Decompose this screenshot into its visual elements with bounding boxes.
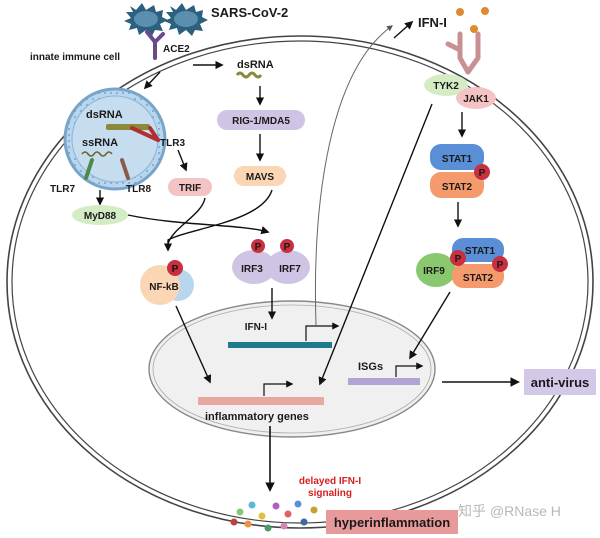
arrow-tlr3-trif	[177, 149, 188, 172]
mavs-label: MAVS	[246, 172, 274, 183]
ifn-gene-bar	[228, 342, 332, 348]
stat-b2-phospho-label: P	[497, 260, 504, 271]
antivirus-label: anti-virus	[531, 375, 590, 390]
arrow-ifn-out	[393, 20, 414, 39]
stat-a-phospho-label: P	[479, 168, 486, 179]
stat2-b-label: STAT2	[463, 273, 494, 284]
irf7-label: IRF7	[279, 264, 301, 275]
dsrna-strand-icon	[106, 124, 150, 130]
isgs-promoter-arrow	[395, 362, 424, 377]
inflammatory-gene-bar	[198, 397, 324, 405]
delayed-signal-label-1: delayed IFN-I	[299, 476, 361, 487]
rig1-label: RIG-1/MDA5	[232, 116, 290, 127]
stat-b1-phospho-label: P	[455, 254, 462, 265]
irf7-phospho-label: P	[284, 242, 291, 253]
arrow-isgf3-isgs	[409, 291, 451, 360]
stat2-a-label: STAT2	[442, 182, 473, 193]
tlr8-label: TLR8	[126, 184, 151, 195]
isgf3-complex	[416, 238, 508, 288]
irf3-phospho-label: P	[255, 242, 262, 253]
arrow-to-endosome	[143, 71, 161, 90]
inflammatory-label: inflammatory genes	[205, 411, 309, 423]
mavs-pill	[234, 166, 286, 186]
jak1-label: JAK1	[463, 94, 489, 105]
endosome-dsrna-label: dsRNA	[86, 109, 123, 121]
cyto-dsrna-strand-icon	[235, 71, 263, 79]
tlr8-receptor-icon	[120, 158, 130, 180]
cell-membrane-outer	[6, 35, 594, 529]
hyperinflammation-box	[326, 510, 458, 534]
cytokine-dots-icon	[230, 500, 318, 532]
ssrna-label: ssRNA	[82, 137, 118, 149]
ifn-molecules-icon	[456, 7, 489, 33]
virus-particle-icon	[124, 3, 168, 36]
tlr3-receptor-icon	[130, 126, 160, 142]
tlr7-label: TLR7	[50, 184, 75, 195]
myd88-pill	[72, 205, 128, 225]
virus-label: SARS-CoV-2	[211, 5, 288, 20]
ace2-label: ACE2	[163, 44, 190, 55]
jak1-pill	[456, 87, 496, 109]
ifn-promoter-arrow	[305, 322, 340, 341]
rig1-pill	[217, 110, 305, 130]
stat1-a-label: STAT1	[442, 154, 473, 165]
myd88-label: MyD88	[84, 211, 117, 222]
tlr7-receptor-icon	[84, 158, 94, 180]
cyto-dsrna-label: dsRNA	[237, 59, 274, 71]
irf9-label: IRF9	[423, 266, 445, 277]
ace2-receptor-icon	[145, 30, 165, 60]
nfkb-complex	[140, 260, 194, 305]
isgs-label: ISGs	[358, 361, 383, 373]
trif-pill	[168, 178, 212, 196]
arrow-myd88-irf	[127, 214, 270, 235]
antivirus-box	[524, 369, 596, 395]
trif-label: TRIF	[179, 183, 201, 194]
cell-label: innate immune cell	[30, 52, 120, 63]
ifn-secreted-label: IFN-I	[418, 15, 447, 30]
cell-membrane-inner	[11, 40, 589, 524]
irf3-label: IRF3	[241, 264, 263, 275]
nfkb-phospho-label: P	[172, 264, 179, 275]
virus-particle-icon	[164, 3, 208, 36]
stat-dimer-phospho	[430, 144, 490, 198]
arrow-mavs-nfkb	[163, 189, 273, 252]
arrow-jak-inflam	[318, 103, 433, 386]
irf3-irf7-complex	[232, 239, 310, 284]
arrow-trif-nfkb	[167, 197, 206, 245]
tyk2-pill	[424, 74, 468, 96]
hyperinflammation-label: hyperinflammation	[334, 515, 450, 530]
delayed-signal-label-2: signaling	[308, 488, 352, 499]
arrow-ifn-secreted	[314, 25, 393, 326]
nfkb-label: NF-kB	[149, 282, 178, 293]
tlr3-label: TLR3	[160, 138, 185, 149]
inflam-promoter-arrow	[263, 380, 294, 396]
watermark: 知乎 @RNase H	[458, 503, 561, 519]
isgs-gene-bar	[348, 378, 420, 385]
arrow-nfkb-inflam	[175, 305, 212, 384]
ifnar-receptor-icon	[445, 31, 481, 75]
tyk2-label: TYK2	[433, 81, 459, 92]
nucleus-inner	[152, 304, 432, 434]
ssrna-strand-icon	[81, 151, 113, 157]
ifn-gene-label: IFN-I	[245, 322, 267, 333]
stat1-b-label: STAT1	[465, 246, 496, 257]
